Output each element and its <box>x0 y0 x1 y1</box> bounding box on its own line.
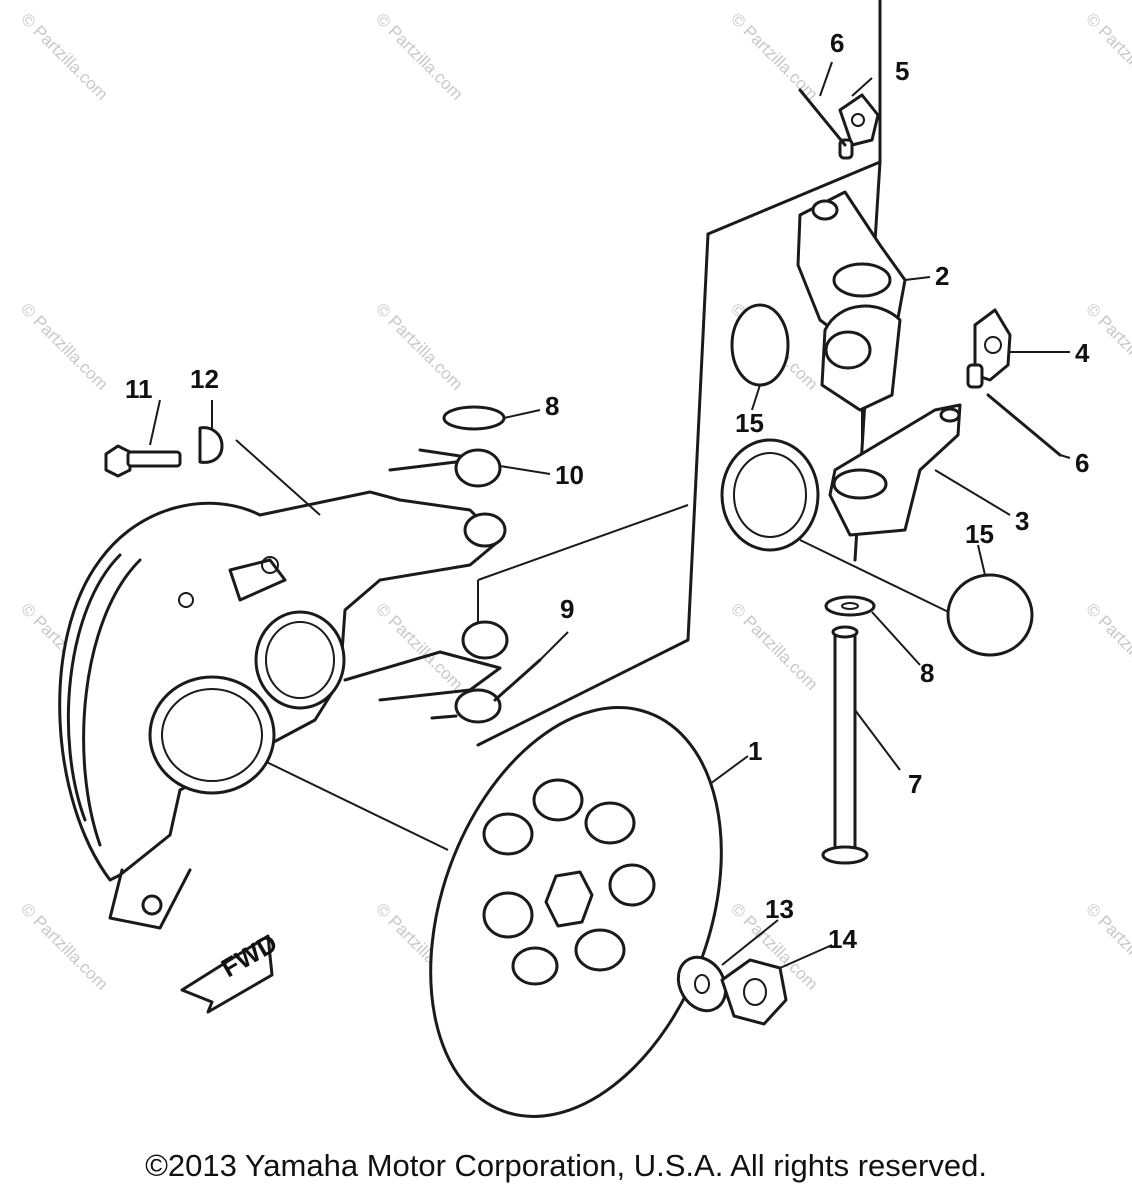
cotter-pins <box>798 88 1062 457</box>
callout-8-upper: 8 <box>545 391 559 421</box>
callout-1: 1 <box>748 736 762 766</box>
watermark: © Partzilla.com <box>17 299 111 393</box>
callout-11: 11 <box>125 374 153 404</box>
pivot-shaft <box>821 625 869 865</box>
watermark: © Partzilla.com <box>727 9 821 103</box>
callout-15-lower: 15 <box>965 519 994 549</box>
cam-lever <box>796 190 907 412</box>
watermark: © Partzilla.com <box>372 299 466 393</box>
callout-15-upper: 15 <box>735 408 764 438</box>
washers <box>442 405 876 617</box>
brake-pads <box>720 303 1034 657</box>
springs <box>388 448 542 724</box>
callout-13: 13 <box>765 894 794 924</box>
callout-5: 5 <box>895 56 909 86</box>
brake-arm <box>828 403 962 537</box>
adjuster-knob <box>966 308 1012 389</box>
copyright-notice: ©2013 Yamaha Motor Corporation, U.S.A. A… <box>145 1148 987 1183</box>
callout-8-lower: 8 <box>920 658 934 688</box>
callout-12: 12 <box>190 364 219 394</box>
watermark: © Partzilla.com <box>17 9 111 103</box>
caliper-housing <box>58 490 509 930</box>
watermark: © Partzilla.com <box>1082 899 1132 993</box>
callout-2: 2 <box>935 261 949 291</box>
callout-6-lower: 6 <box>1075 448 1089 478</box>
callout-14: 14 <box>828 924 857 954</box>
callout-10: 10 <box>555 460 584 490</box>
callout-6-upper: 6 <box>830 28 844 58</box>
bolt <box>104 426 224 478</box>
upper-adjuster <box>838 93 880 160</box>
callout-9: 9 <box>560 594 574 624</box>
watermark: © Partzilla.com <box>727 599 821 693</box>
watermark: © Partzilla.com <box>17 899 111 993</box>
watermark: © Partzilla.com <box>372 9 466 103</box>
callout-7: 7 <box>908 769 922 799</box>
callout-labels: 1 2 3 4 5 6 6 7 8 8 9 10 11 12 13 14 15 … <box>125 28 1090 954</box>
watermark: © Partzilla.com <box>1082 9 1132 103</box>
watermark: © Partzilla.com <box>1082 599 1132 693</box>
brake-disc <box>429 706 723 1118</box>
watermark: © Partzilla.com <box>372 599 466 693</box>
forward-arrow: FWD <box>180 928 282 1014</box>
watermark: © Partzilla.com <box>1082 299 1132 393</box>
callout-4: 4 <box>1075 338 1090 368</box>
callout-3: 3 <box>1015 506 1029 536</box>
axle-nut <box>676 955 788 1026</box>
callout-leaders <box>149 61 1071 969</box>
